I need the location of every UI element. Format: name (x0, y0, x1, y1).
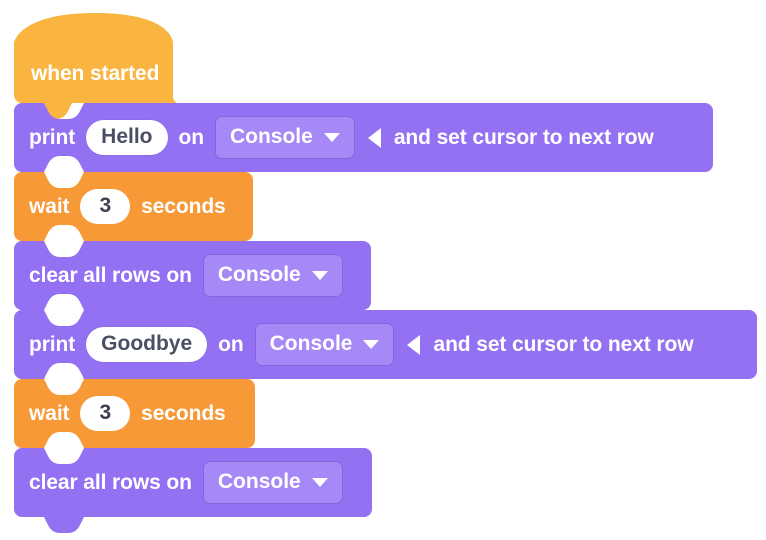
block-print-goodbye[interactable]: print Goodbye on Console and set cursor … (14, 318, 757, 371)
block-shape-wait-a[interactable] (14, 172, 253, 241)
seconds-label: seconds (141, 402, 226, 425)
print-text-field[interactable]: Goodbye (86, 327, 208, 362)
chevron-down-icon (323, 133, 340, 142)
block-wait-a[interactable]: wait 3 seconds (14, 180, 253, 233)
seconds-label: seconds (141, 195, 226, 218)
wait-seconds-field[interactable]: 3 (80, 396, 131, 431)
wait-label: wait (29, 195, 70, 218)
chevron-down-icon (311, 478, 328, 487)
clear-all-rows-label: clear all rows on (29, 264, 192, 287)
console-dropdown-value: Console (217, 470, 301, 493)
console-dropdown[interactable]: Console (202, 461, 343, 504)
chevron-down-icon (311, 271, 328, 280)
block-when-started[interactable]: when started (14, 43, 177, 103)
console-dropdown-value: Console (229, 125, 313, 148)
block-shape-wait-b[interactable] (14, 379, 255, 448)
block-wait-b[interactable]: wait 3 seconds (14, 387, 255, 440)
wait-label: wait (29, 402, 70, 425)
when-started-label: when started (31, 61, 160, 85)
clear-all-rows-label: clear all rows on (29, 471, 192, 494)
triangle-left-icon (367, 127, 381, 148)
set-cursor-label: and set cursor to next row (393, 126, 654, 149)
block-shape-print-hello[interactable] (14, 103, 713, 172)
on-label: on (178, 126, 205, 149)
block-clear-a[interactable]: clear all rows on Console (14, 249, 371, 302)
triangle-left-icon (407, 334, 421, 355)
console-dropdown[interactable]: Console (254, 323, 395, 366)
set-cursor-label: and set cursor to next row (433, 333, 694, 356)
console-dropdown[interactable]: Console (202, 254, 343, 297)
console-dropdown-value: Console (269, 332, 353, 355)
console-dropdown[interactable]: Console (214, 116, 355, 159)
block-shape-when-started[interactable] (14, 13, 177, 119)
on-label: on (218, 333, 244, 356)
block-clear-b[interactable]: clear all rows on Console (14, 456, 372, 509)
block-print-hello[interactable]: print Hello on Console and set cursor to… (14, 111, 713, 164)
console-dropdown-value: Console (217, 263, 301, 286)
wait-seconds-field[interactable]: 3 (80, 189, 131, 224)
print-label: print (29, 126, 76, 149)
print-text-field[interactable]: Hello (86, 120, 168, 155)
print-label: print (29, 333, 76, 356)
chevron-down-icon (363, 340, 380, 349)
